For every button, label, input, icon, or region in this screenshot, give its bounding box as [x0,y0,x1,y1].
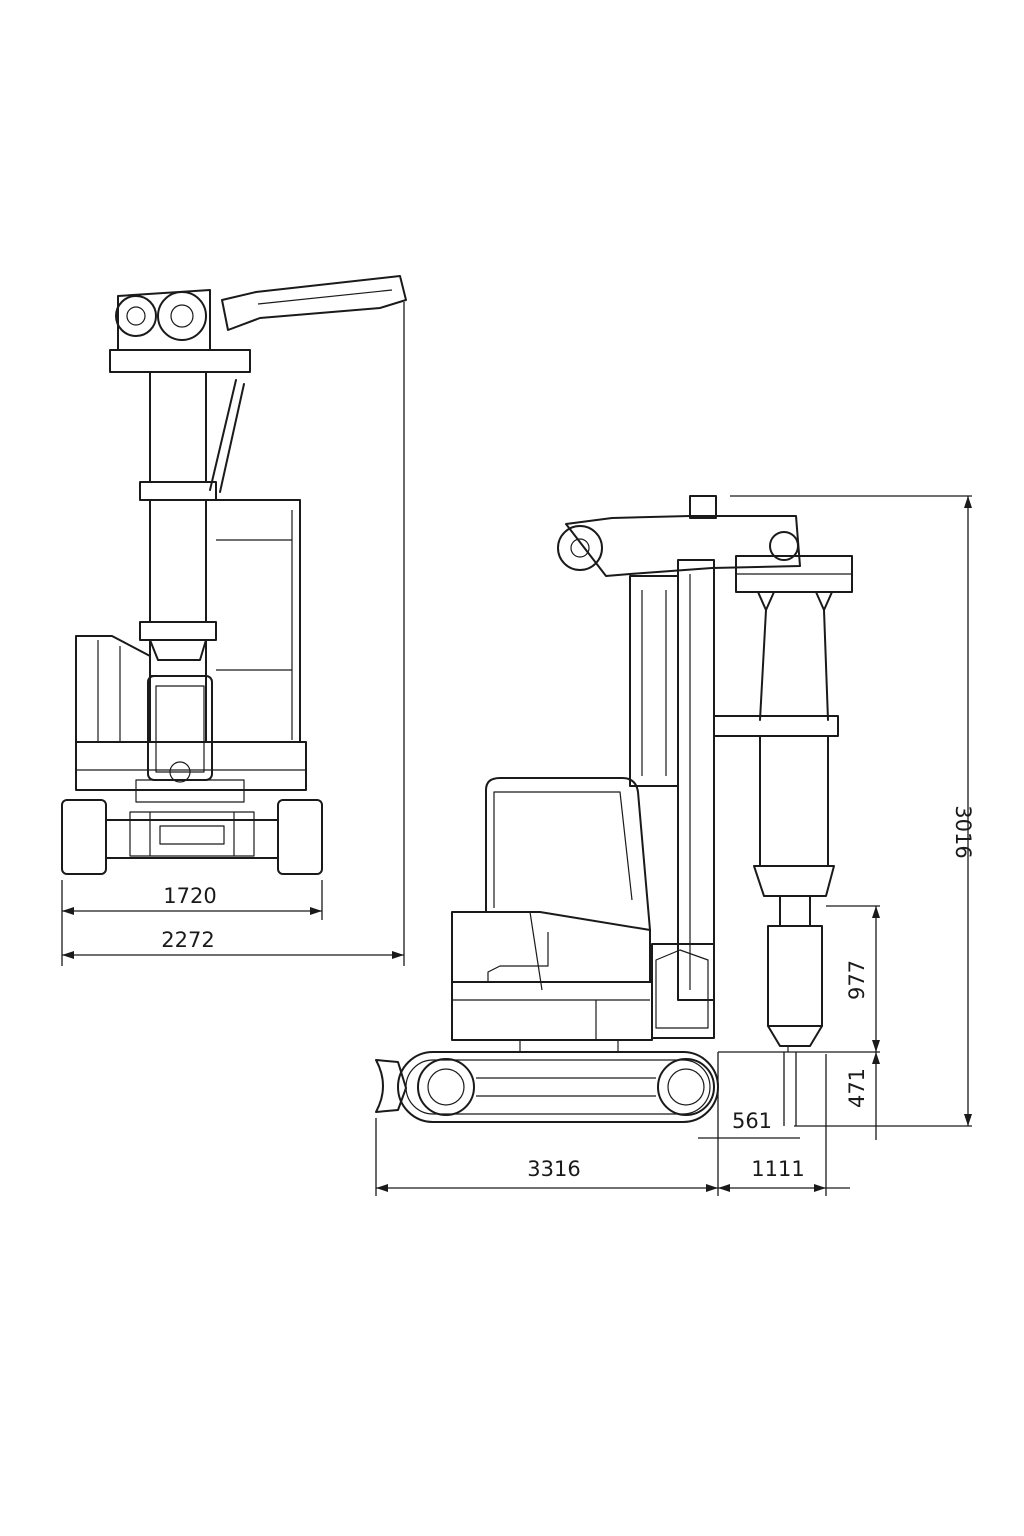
side-drill-bit [767,925,823,1027]
front-view: 1720 2272 [61,275,407,966]
dim-label-3316: 3316 [527,1157,580,1181]
side-connection-arm [713,715,839,737]
front-right-wheel [277,799,323,875]
dim-label-3016: 3016 [951,805,975,858]
front-top-plate [109,349,251,373]
front-pulley-right [157,291,207,341]
side-base-body [451,981,653,1041]
side-top-boom [565,515,801,577]
dim-label-561: 561 [732,1109,772,1133]
side-dozer-blade [375,1059,407,1113]
front-mast-base [147,675,213,781]
side-top-pulley [557,525,603,571]
side-mast-outer [629,575,679,787]
front-mast-clamp-upper [139,481,217,501]
front-axle-housing [129,811,255,857]
side-drive-sprocket [657,1058,715,1116]
side-mast-inner [677,559,715,1001]
side-crawler-track [397,1051,719,1123]
side-mast-foot [651,943,715,1039]
front-left-wheel [61,799,107,875]
side-drill-barrel [759,735,829,867]
front-cab [205,499,301,743]
front-counterweight [75,635,151,743]
dim-label-1720: 1720 [163,884,216,908]
front-undercarriage [105,819,279,859]
front-chassis-body [75,741,307,791]
front-boom-arm [221,275,407,331]
side-idler-wheel [417,1058,475,1116]
dim-label-977: 977 [845,960,869,1000]
front-pulley-left [115,295,157,337]
front-mast-clamp-lower [139,621,217,641]
dim-label-2272: 2272 [161,928,214,952]
side-view: 3316 1111 561 471 977 3016 [375,495,975,1196]
side-engine-hood [451,911,651,983]
side-top-block [689,495,717,519]
dim-label-471: 471 [845,1068,869,1108]
side-operator-cab [485,777,651,931]
dim-label-1111: 1111 [751,1157,804,1181]
